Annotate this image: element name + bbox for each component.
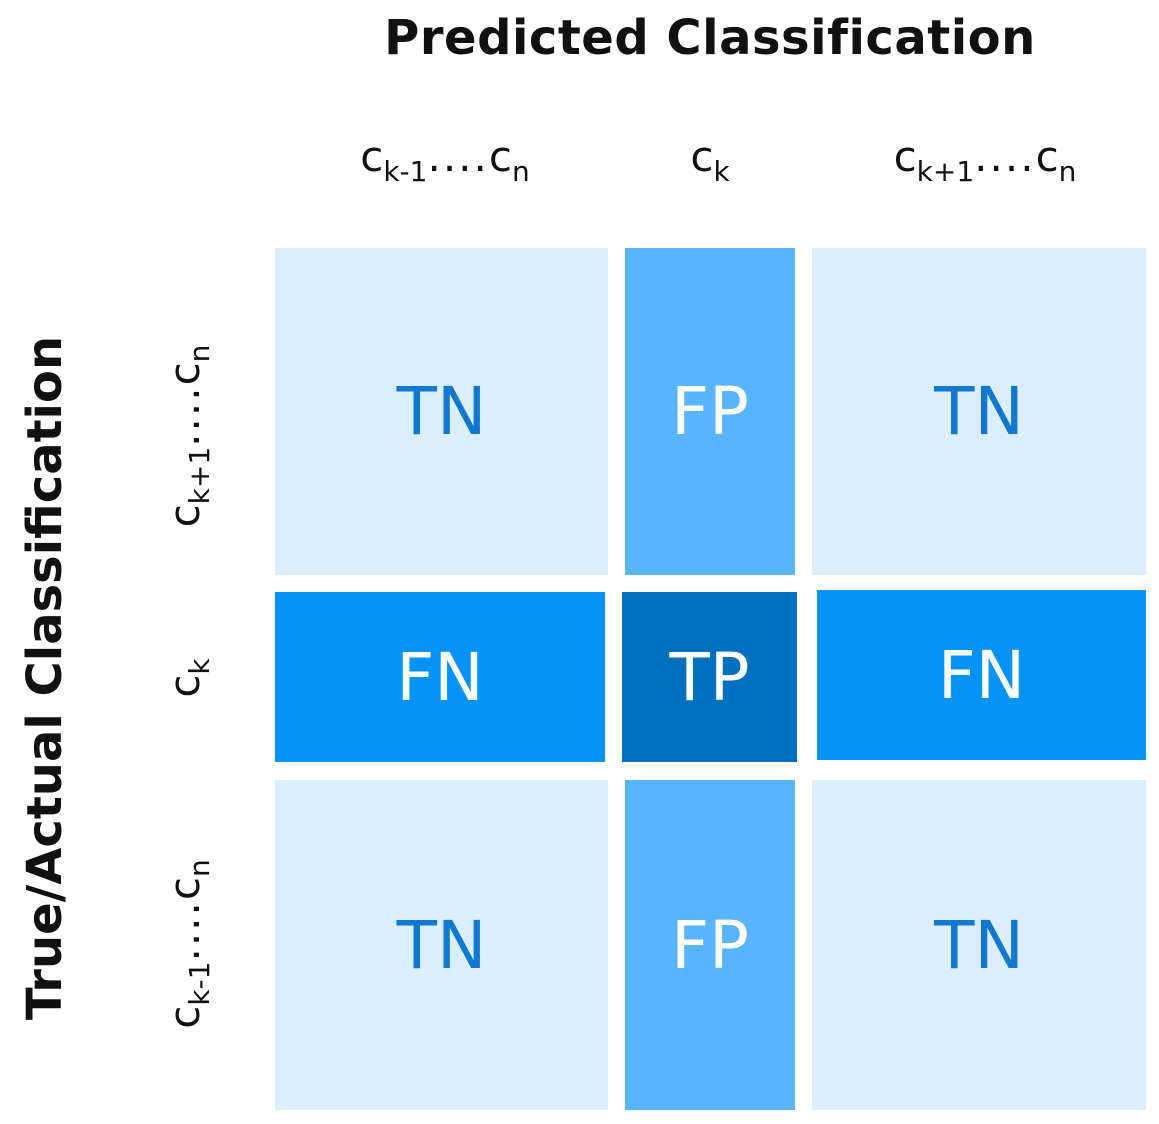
actual-classification-title: True/Actual Classification xyxy=(17,335,73,1021)
cell-fn-left: FN xyxy=(275,592,605,762)
column-header-k: ck xyxy=(690,132,730,188)
cell-tn-top-left: TN xyxy=(275,248,608,575)
row-header-before: ck-1....cn xyxy=(160,859,216,1029)
row-header-after: ck+1....cn xyxy=(160,344,216,528)
cell-tp-center: TP xyxy=(622,592,797,762)
row-header-k: ck xyxy=(160,658,216,698)
column-header-after: ck+1....cn xyxy=(893,132,1077,188)
cell-fp-top: FP xyxy=(625,248,795,575)
cell-tn-top-right: TN xyxy=(812,248,1146,575)
cell-fn-right: FN xyxy=(817,590,1146,760)
cell-tn-bottom-right: TN xyxy=(812,780,1146,1110)
predicted-classification-title: Predicted Classification xyxy=(384,10,1036,66)
column-header-before: ck-1....cn xyxy=(360,132,530,188)
cell-tn-bottom-left: TN xyxy=(275,780,608,1110)
cell-fp-bottom: FP xyxy=(625,780,795,1110)
